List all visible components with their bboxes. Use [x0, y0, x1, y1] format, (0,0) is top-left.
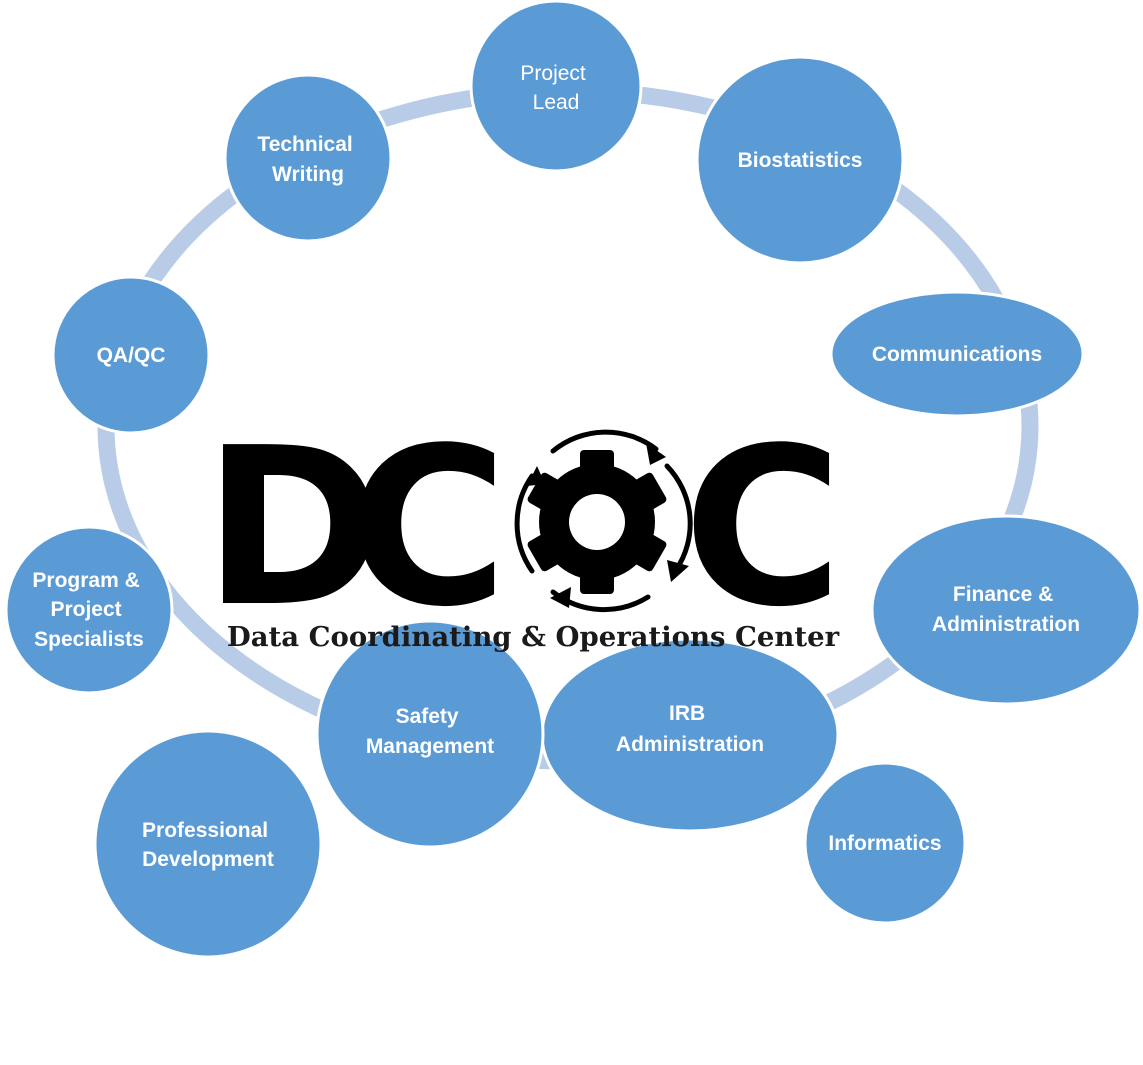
node-label: Program & Project Specialists — [32, 569, 145, 651]
node-label: Technical Writing — [257, 133, 358, 186]
node-qaqc: QA/QC — [51, 275, 211, 435]
logo-letter-d: D — [203, 402, 384, 655]
logo-letter-c: C — [348, 402, 508, 655]
node-circle — [93, 729, 323, 959]
node-biostatistics: Biostatistics — [695, 55, 905, 265]
node-project-lead: Project Lead — [469, 0, 643, 173]
logo-subtitle: Data Coordinating & Operations Center — [227, 621, 840, 653]
node-label: IRB Administration — [616, 702, 764, 756]
node-circle — [803, 761, 967, 925]
node-ellipse — [870, 514, 1142, 706]
node-professional-development: Professional Development — [93, 729, 323, 959]
logo-letter-c-final: C — [683, 402, 843, 655]
node-label: Informatics — [828, 832, 941, 855]
node-label: Safety Management — [366, 705, 494, 758]
node-circle — [223, 73, 393, 243]
node-irb: IRB Administration — [540, 637, 840, 833]
node-label: Biostatistics — [738, 149, 863, 172]
nodes-layer: Project Lead Biostatistics Communication… — [4, 0, 1142, 959]
node-circle — [469, 0, 643, 173]
node-label: Project Lead — [520, 62, 591, 114]
node-circle — [315, 619, 545, 849]
node-program-project: Program & Project Specialists — [4, 525, 174, 695]
node-safety: Safety Management — [315, 619, 545, 849]
node-communications: Communications — [829, 290, 1085, 418]
node-label: Communications — [872, 343, 1042, 366]
node-technical-writing: Technical Writing — [223, 73, 393, 243]
node-finance: Finance & Administration — [870, 514, 1142, 706]
dcoc-logo: D C C Data — [203, 402, 843, 655]
arrowheads — [527, 443, 689, 608]
node-informatics: Informatics — [803, 761, 967, 925]
node-circle — [695, 55, 905, 265]
gear-icon — [527, 450, 667, 594]
node-label: QA/QC — [97, 344, 166, 367]
node-ellipse — [829, 290, 1085, 418]
node-circle — [4, 525, 174, 695]
node-label: Finance & Administration — [932, 583, 1080, 636]
node-label: Professional Development — [142, 819, 274, 871]
node-circle — [51, 275, 211, 435]
